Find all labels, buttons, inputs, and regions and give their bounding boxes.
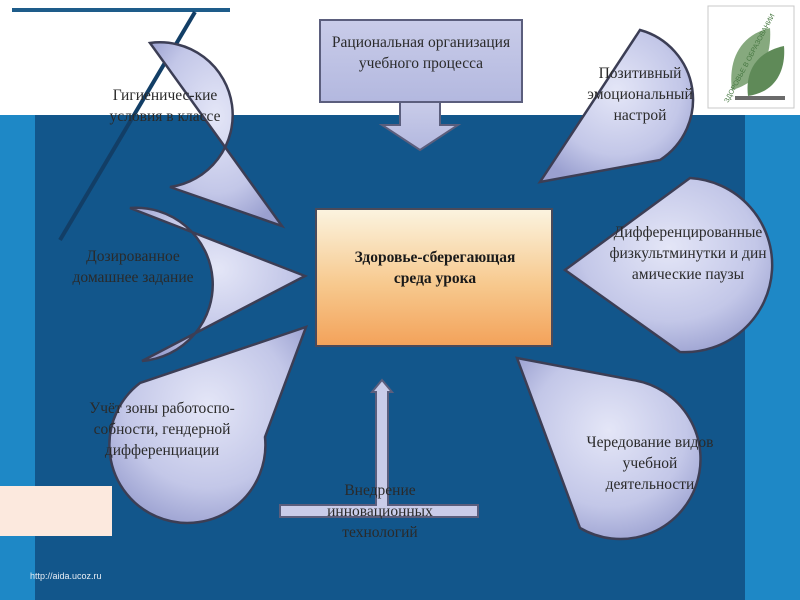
- bubble-homework: [129, 206, 309, 363]
- label-innovation: Внедрение инновационных технологий: [327, 482, 433, 541]
- bubble-zone: [108, 324, 309, 525]
- label-homework: Дозированное домашнее задание: [72, 248, 194, 286]
- bubble-positive: [537, 28, 695, 184]
- label-top: Рациональная организация учебного процес…: [331, 34, 511, 72]
- node-top-box: [319, 19, 523, 152]
- label-center: Здоровье-сберегающая среда урока: [354, 249, 516, 287]
- left-decor-bar: [0, 486, 112, 536]
- label-hygiene: Гигиеничес-кие условия в классе: [109, 87, 221, 125]
- bubble-phys: [562, 176, 774, 354]
- logo: [707, 5, 795, 109]
- label-zone: Учёт зоны работоспо-собности, гендерной …: [89, 400, 235, 459]
- label-phys: Дифференцированные физкультминутки и дин…: [609, 224, 767, 283]
- bubble-hygiene: [147, 41, 286, 229]
- node-innovation-arrow: [279, 378, 479, 518]
- center-box: [315, 208, 553, 347]
- bubble-alternation: [515, 356, 702, 541]
- label-positive: Позитивный эмоциональный настрой: [587, 65, 693, 124]
- label-alternation: Чередование видов учебной деятельности: [586, 434, 714, 493]
- footer-url[interactable]: http://aida.ucoz.ru: [30, 571, 102, 581]
- leaf-icon: [731, 28, 771, 90]
